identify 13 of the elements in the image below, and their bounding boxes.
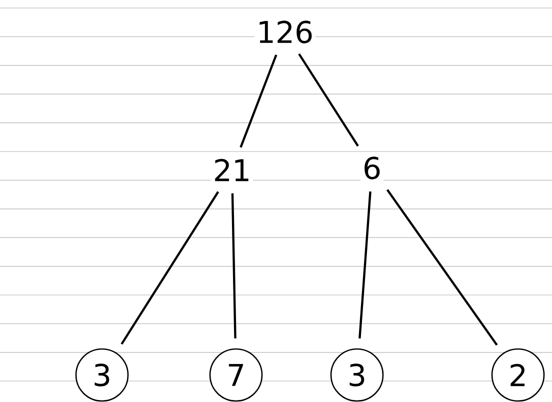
number: 126: [254, 18, 316, 46]
branch-line: [120, 191, 220, 345]
branch-line: [386, 189, 498, 346]
branch-line: [240, 54, 278, 148]
circled-number: 2: [491, 348, 545, 402]
branch-line: [231, 193, 236, 338]
circled-number: 3: [75, 348, 129, 402]
branch-line: [298, 53, 359, 147]
branch-line: [358, 191, 372, 339]
circled-number: 3: [330, 348, 384, 402]
number: 6: [360, 154, 384, 182]
circled-number: 7: [209, 348, 263, 402]
number: 21: [210, 156, 254, 184]
